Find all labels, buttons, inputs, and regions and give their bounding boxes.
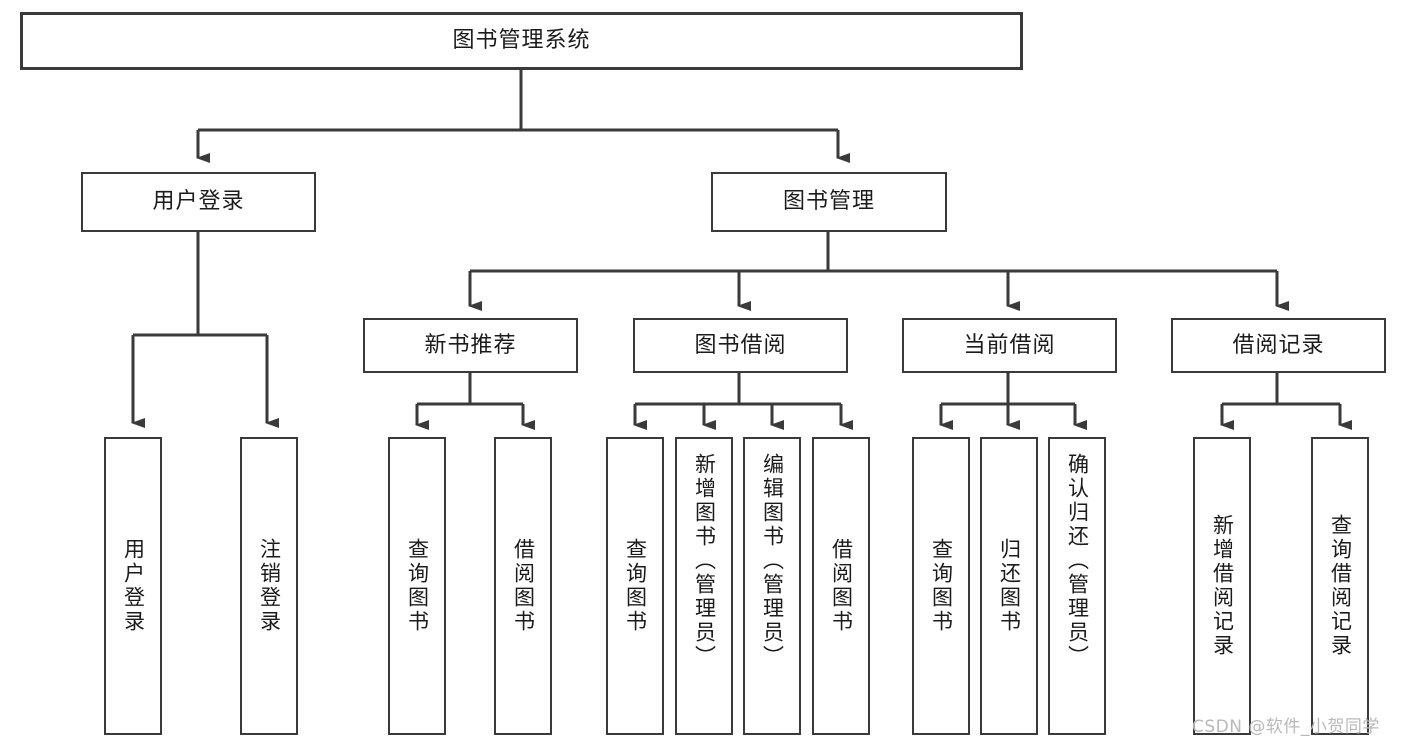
node-leaf-return-book[interactable]: 归还图书 <box>980 437 1038 735</box>
node-leaf-add-record-label: 新增借阅记录 <box>1210 514 1235 658</box>
node-leaf-add-record[interactable]: 新增借阅记录 <box>1193 437 1251 735</box>
node-leaf-user-login[interactable]: 用户登录 <box>104 437 162 735</box>
node-leaf-query-record[interactable]: 查询借阅记录 <box>1311 437 1369 735</box>
node-user-login[interactable]: 用户登录 <box>81 172 316 232</box>
node-borrow-record[interactable]: 借阅记录 <box>1171 318 1386 373</box>
node-leaf-add-book[interactable]: 新增图书（管理员） <box>675 437 733 735</box>
node-book-borrow-label: 图书借阅 <box>694 332 787 358</box>
node-leaf-confirm-return-label: 确认归还（管理员） <box>1065 453 1090 669</box>
node-leaf-edit-book-label: 编辑图书（管理员） <box>760 453 785 669</box>
node-leaf-borrow-book-2[interactable]: 借阅图书 <box>812 437 870 735</box>
node-leaf-query-book-3[interactable]: 查询图书 <box>912 437 970 735</box>
node-leaf-add-book-label: 新增图书（管理员） <box>692 453 717 669</box>
node-leaf-query-book-1-label: 查询图书 <box>405 538 430 634</box>
node-book-manage[interactable]: 图书管理 <box>711 172 947 232</box>
node-user-login-label: 用户登录 <box>152 189 245 215</box>
node-leaf-edit-book[interactable]: 编辑图书（管理员） <box>743 437 801 735</box>
node-book-manage-label: 图书管理 <box>782 189 875 215</box>
node-leaf-query-record-label: 查询借阅记录 <box>1328 514 1353 658</box>
node-root-label: 图书管理系统 <box>452 28 591 54</box>
node-new-book-rec-label: 新书推荐 <box>424 332 517 358</box>
node-leaf-query-book-1[interactable]: 查询图书 <box>388 437 446 735</box>
node-borrow-record-label: 借阅记录 <box>1232 332 1325 358</box>
node-current-borrow[interactable]: 当前借阅 <box>902 318 1117 373</box>
node-new-book-rec[interactable]: 新书推荐 <box>363 318 578 373</box>
node-leaf-borrow-book-1-label: 借阅图书 <box>511 538 536 634</box>
node-leaf-query-book-2-label: 查询图书 <box>623 538 648 634</box>
node-leaf-user-login-label: 用户登录 <box>121 538 146 634</box>
node-leaf-query-book-3-label: 查询图书 <box>929 538 954 634</box>
node-leaf-query-book-2[interactable]: 查询图书 <box>606 437 664 735</box>
node-leaf-borrow-book-1[interactable]: 借阅图书 <box>494 437 552 735</box>
node-leaf-confirm-return[interactable]: 确认归还（管理员） <box>1048 437 1106 735</box>
node-leaf-return-book-label: 归还图书 <box>997 538 1022 634</box>
node-current-borrow-label: 当前借阅 <box>963 332 1056 358</box>
node-leaf-logout[interactable]: 注销登录 <box>240 437 298 735</box>
node-root[interactable]: 图书管理系统 <box>20 12 1023 70</box>
node-book-borrow[interactable]: 图书借阅 <box>633 318 848 373</box>
watermark-text: CSDN @软件_小贺同学 <box>1192 717 1380 737</box>
node-leaf-logout-label: 注销登录 <box>257 538 282 634</box>
node-leaf-borrow-book-2-label: 借阅图书 <box>829 538 854 634</box>
